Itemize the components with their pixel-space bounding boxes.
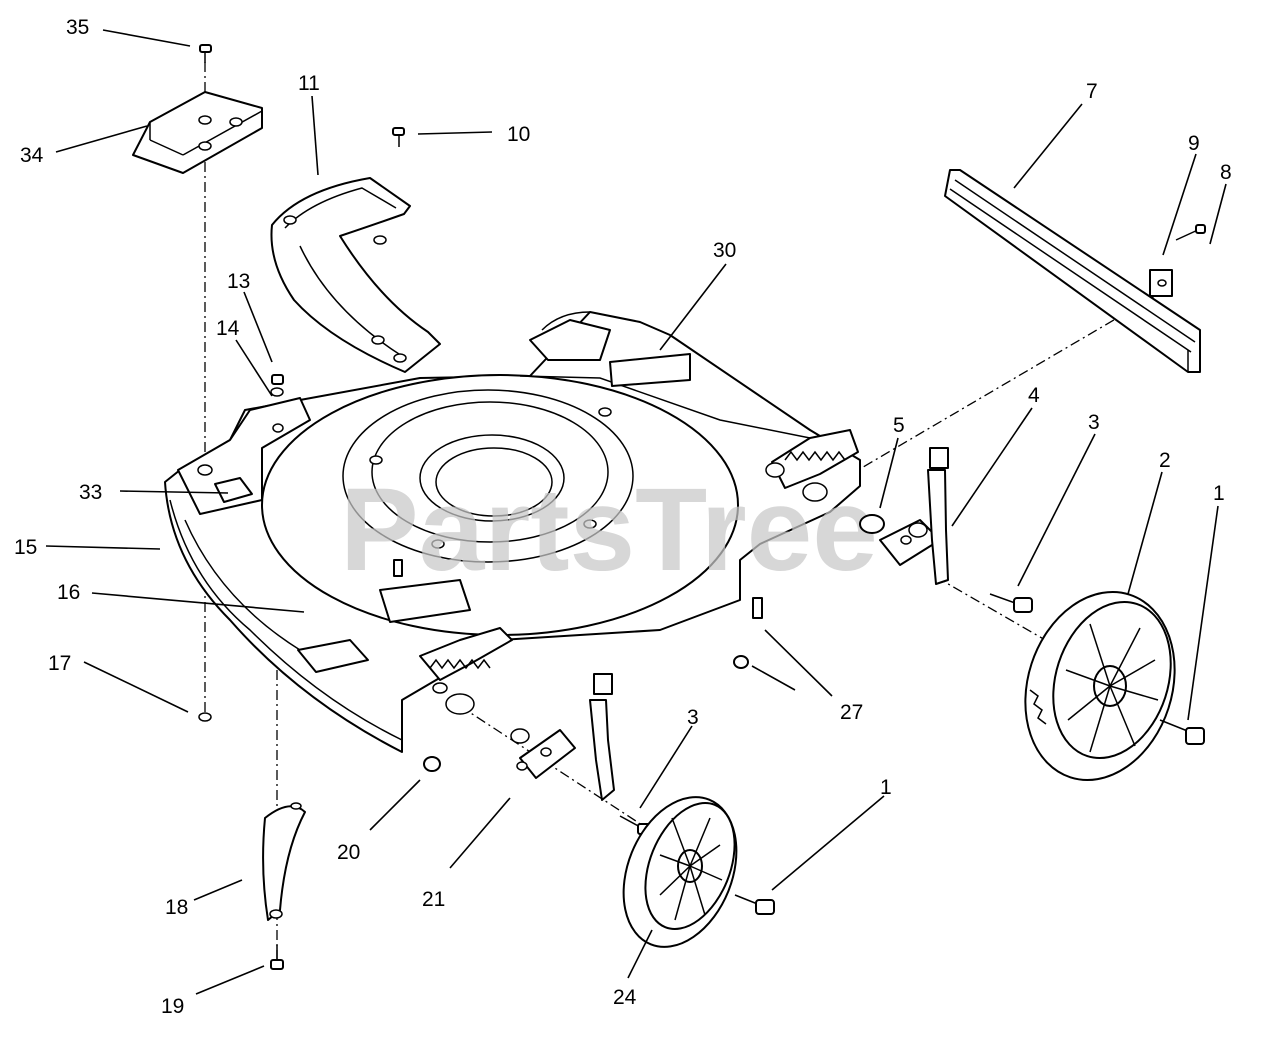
callout-11: 11 — [298, 72, 320, 95]
callout-5: 5 — [893, 414, 905, 437]
screw-8-icon — [1175, 224, 1206, 241]
wheel-2-icon — [1024, 591, 1176, 781]
callout-19: 19 — [161, 995, 184, 1018]
callout-18: 18 — [165, 896, 188, 919]
height-adjuster-21-icon — [510, 673, 615, 801]
callout-9: 9 — [1188, 132, 1200, 155]
callout-24: 24 — [613, 986, 637, 1009]
axle-bolt-1-front-icon — [734, 894, 775, 915]
callout-3-rear: 3 — [1088, 411, 1100, 434]
callout-4: 4 — [1028, 384, 1040, 407]
nut-17-icon — [198, 712, 212, 722]
bracket-9-icon — [1149, 269, 1173, 297]
bracket-18-icon — [262, 802, 306, 921]
washer-14-icon — [270, 387, 284, 397]
callout-7: 7 — [1086, 80, 1098, 103]
callout-27: 27 — [840, 701, 863, 724]
nut-13-icon — [271, 374, 284, 385]
mower-deck-15-icon — [164, 311, 861, 753]
callout-16: 16 — [57, 581, 80, 604]
callout-1-rear: 1 — [1213, 482, 1225, 505]
leader-lines — [45, 29, 1227, 995]
callout-35: 35 — [66, 16, 89, 39]
watermark-text: PartsTree — [340, 464, 878, 596]
bolt-19-icon — [270, 945, 284, 970]
callout-14: 14 — [216, 317, 240, 340]
axle-bolt-1-rear-icon — [1159, 719, 1205, 745]
callout-34: 34 — [20, 144, 44, 167]
callout-30: 30 — [713, 239, 736, 262]
plate-34-icon — [132, 91, 263, 174]
height-adjuster-4-icon — [879, 447, 949, 585]
callout-labels: 35 34 11 10 7 9 8 30 13 14 4 3 2 1 5 33 … — [14, 16, 1232, 1018]
rear-bar-7-icon — [944, 169, 1201, 373]
callout-13: 13 — [227, 270, 250, 293]
discharge-cover-11-icon — [270, 177, 441, 373]
callout-1-front: 1 — [880, 776, 892, 799]
bolt-10-icon — [392, 127, 405, 147]
washer-5-icon — [859, 514, 885, 534]
callout-33: 33 — [79, 481, 102, 504]
bolt-3-rear-icon — [989, 593, 1033, 613]
callout-8: 8 — [1220, 161, 1232, 184]
callout-3-front: 3 — [687, 706, 699, 729]
callout-17: 17 — [48, 652, 71, 675]
callout-10: 10 — [507, 123, 530, 146]
callout-21: 21 — [422, 888, 445, 911]
nut-27-icon — [733, 597, 763, 669]
bolt-35-icon — [199, 44, 212, 63]
wheel-24-icon — [622, 796, 738, 948]
nut-20-icon — [423, 756, 441, 772]
callout-2: 2 — [1159, 449, 1171, 472]
callout-20: 20 — [337, 841, 360, 864]
callout-15: 15 — [14, 536, 37, 559]
